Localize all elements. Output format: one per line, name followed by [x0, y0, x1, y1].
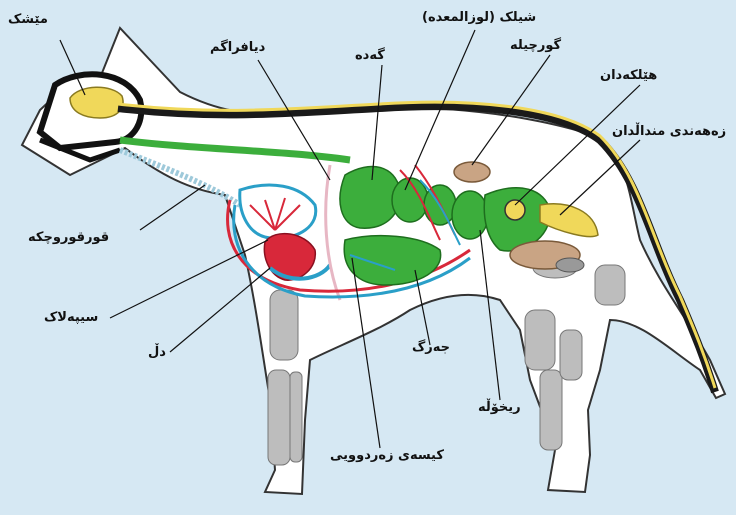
- label-trachea: قورقوروچکە: [28, 230, 109, 245]
- label-lung: سیپەلاک: [44, 310, 98, 325]
- label-uterus: زەهەندی منداڵدان: [612, 124, 726, 139]
- label-liver: جەرگ: [412, 340, 450, 355]
- label-brain: مێشک: [8, 12, 48, 27]
- label-kidney: گورچیلە: [510, 38, 561, 53]
- label-ovary: هێلکەدان: [600, 68, 657, 83]
- label-stomach: گەدە: [355, 48, 385, 63]
- label-heart: دڵ: [148, 345, 166, 360]
- label-diaphragm: دیافراگم: [210, 40, 265, 55]
- rectum-organ: [556, 258, 584, 272]
- lung-organ: [240, 185, 316, 238]
- label-intestine: ریخۆڵە: [478, 400, 521, 415]
- stomach-organ: [340, 167, 400, 229]
- label-pylorus: شیلک (لوزالمعده): [422, 10, 536, 25]
- brain-organ: [70, 87, 123, 118]
- ovary-organ: [505, 200, 525, 220]
- label-gallbladder: کیسەی زەردوویی: [330, 448, 444, 463]
